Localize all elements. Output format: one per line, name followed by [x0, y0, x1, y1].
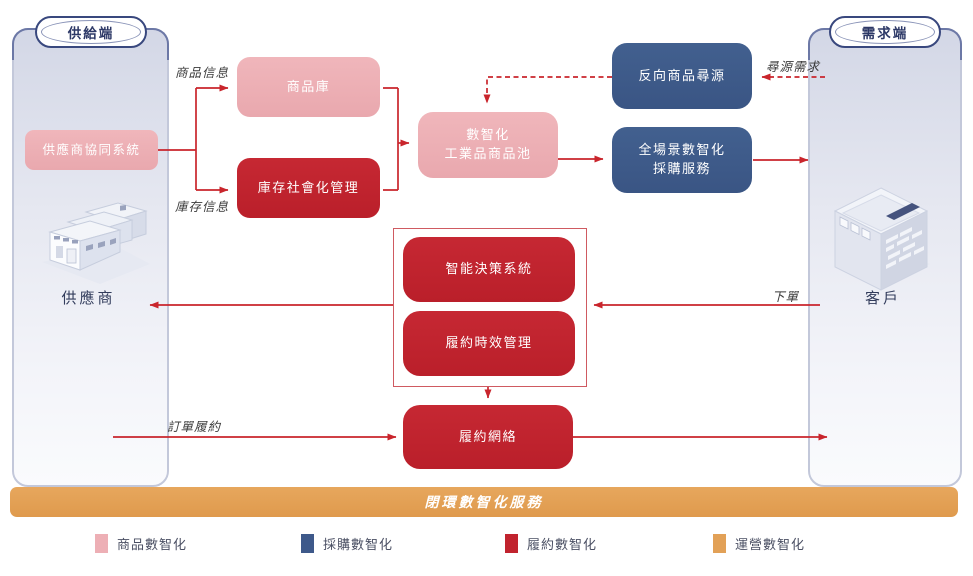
edge-label-place-order: 下單	[772, 290, 800, 304]
supply-side-pill-label: 供給端	[67, 26, 115, 41]
fulfillment-timeliness-management-label: 履約時效管理	[445, 335, 533, 351]
inventory-socialized-management-box: 庫存社會化管理	[237, 158, 380, 218]
demand-side-pill: 需求端	[829, 16, 941, 48]
closed-loop-digital-service-bar: 閉環數智化服務	[10, 487, 958, 517]
supplier-collaboration-system-label: 供應商協同系統	[42, 142, 141, 157]
fulfillment-timeliness-management-box: 履約時效管理	[403, 311, 575, 376]
procurement-service-label-line1: 全場景數智化	[638, 142, 726, 158]
procurement-service-label-line2: 採購服務	[652, 161, 711, 176]
legend-swatch-orange	[713, 534, 726, 553]
inventory-socialized-management-label: 庫存社會化管理	[257, 179, 360, 195]
demand-side-pill-label: 需求端	[861, 26, 909, 41]
reverse-product-sourcing-box: 反向商品尋源	[612, 43, 752, 109]
fulfillment-network-box: 履約網絡	[403, 405, 573, 469]
legend-item-operations-digitalization: 運營數智化	[713, 534, 805, 553]
legend-label-product-digitalization: 商品數智化	[117, 537, 188, 552]
fulfillment-network-label: 履約網絡	[458, 428, 517, 444]
legend-label-fulfillment-digitalization: 履約數智化	[527, 537, 598, 552]
legend-label-operations-digitalization: 運營數智化	[735, 537, 806, 552]
full-scenario-procurement-service-box: 全場景數智化 採購服務	[612, 127, 752, 193]
supplier-collaboration-system-box: 供應商協同系統	[25, 130, 158, 170]
customer-actor-label: 客戶	[864, 290, 901, 307]
customer-building-icon	[833, 187, 930, 291]
edge-label-sourcing-demand: 尋源需求	[766, 60, 821, 74]
legend-item-procurement-digitalization: 採購數智化	[301, 534, 393, 553]
edge-label-product-info: 商品信息	[175, 66, 230, 80]
product-library-label: 商品庫	[286, 78, 331, 94]
legend-swatch-blue	[301, 534, 314, 553]
legend-swatch-red	[505, 534, 518, 553]
digital-industrial-product-pool-box: 數智化 工業品商品池	[418, 112, 558, 178]
product-pool-label-line2: 工業品商品池	[444, 146, 532, 161]
edge-label-inventory-info: 庫存信息	[175, 200, 230, 214]
supply-side-pill: 供給端	[35, 16, 147, 48]
intelligent-decision-system-label: 智能決策系統	[445, 261, 533, 277]
legend-swatch-pink	[95, 534, 108, 553]
edge-label-order-fulfillment: 訂單履約	[167, 420, 222, 434]
reverse-product-sourcing-label: 反向商品尋源	[638, 67, 726, 83]
legend-item-product-digitalization: 商品數智化	[95, 534, 187, 553]
supplier-actor-label: 供應商	[61, 290, 116, 307]
warehouse-icon	[42, 202, 150, 284]
closed-loop-digital-service-label: 閉環數智化服務	[424, 494, 544, 510]
product-library-box: 商品庫	[237, 57, 380, 117]
legend-label-procurement-digitalization: 採購數智化	[323, 537, 394, 552]
product-pool-label-line1: 數智化	[466, 127, 510, 143]
intelligent-decision-system-box: 智能決策系統	[403, 237, 575, 302]
legend-item-fulfillment-digitalization: 履約數智化	[505, 534, 597, 553]
